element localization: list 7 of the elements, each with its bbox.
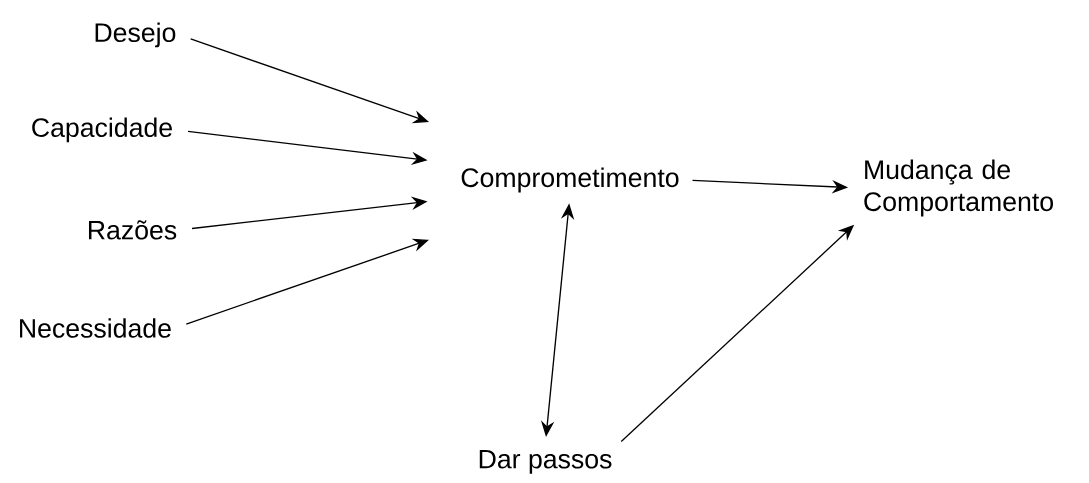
node-label: Necessidade [20,318,171,338]
node-label: Capacidade [32,117,172,143]
node-label: Desejo [95,22,176,48]
node-label: Razões [89,220,177,240]
node-label: Dar passos [479,449,612,474]
node-label: Mudança de Comportamento [864,159,1053,217]
node-label: Comprometimento [461,167,679,193]
